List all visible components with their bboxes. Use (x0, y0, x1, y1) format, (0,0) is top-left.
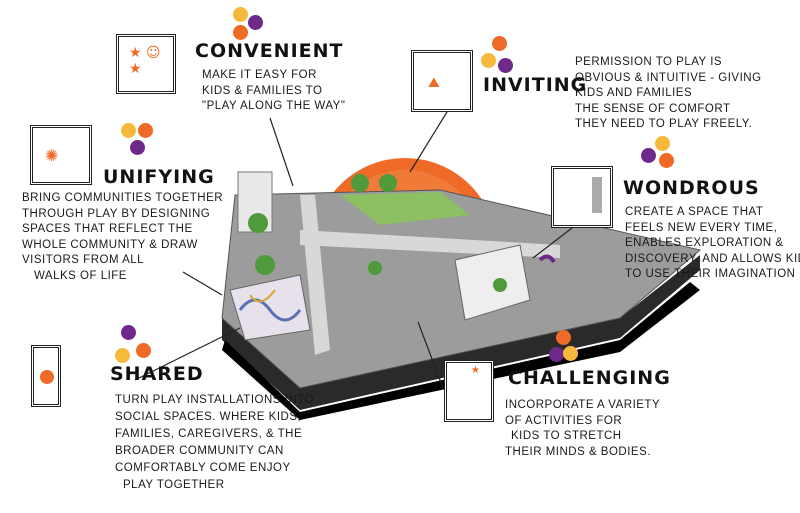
desc-line: walks of life (34, 269, 127, 282)
dot-purple (130, 140, 145, 155)
dot-yellow (233, 7, 248, 22)
desc-line: visitors from all (22, 254, 145, 266)
white-building (454, 244, 531, 321)
dot-yellow (655, 136, 670, 151)
desc-line: the sense of comfort (575, 102, 731, 115)
dot-purple (641, 148, 656, 163)
desc-line: whole community & draw (22, 238, 198, 251)
desc-line: broader community can (115, 445, 284, 457)
person-at-hill-icon: ⛰ (428, 75, 440, 91)
desc-line: feels new every time, (625, 221, 778, 234)
inviting-sketch-frame: ⛰ (411, 50, 473, 112)
desc-line: Create a space that (625, 206, 764, 218)
desc-line: enables exploration & (625, 237, 784, 249)
climbing-structure-icon: ★ (471, 365, 480, 376)
wall-and-child-icon (592, 177, 602, 213)
desc-line: Make it easy for (202, 69, 317, 81)
desc-line: kids to stretch (511, 430, 622, 442)
dot-orange (492, 36, 507, 51)
trees (248, 174, 507, 292)
dot-orange (136, 343, 151, 358)
plaza-green (340, 192, 470, 225)
shared-sketch-frame (31, 345, 61, 407)
desc-line: kids & families to (202, 84, 323, 97)
model-base-shadow (222, 282, 700, 420)
unifying-sketch-frame: ✺ (30, 125, 92, 185)
play-area-left (229, 274, 311, 341)
model-base (222, 255, 700, 410)
street-band-2 (300, 195, 330, 355)
desc-line: Incorporate a variety (505, 399, 661, 411)
desc-line: Turn play installations into (115, 394, 314, 406)
shared-description: Turn play installations into social spac… (115, 392, 314, 494)
people-around-ball-icon (40, 370, 54, 384)
purple-installation (538, 254, 556, 264)
convenient-sketch-frame: ★ ☺ ★ (116, 34, 176, 94)
dot-purple (549, 347, 564, 362)
challenging-title: Challenging (508, 367, 671, 389)
wondrous-sketch-frame (551, 166, 613, 228)
dot-orange (556, 330, 571, 345)
desc-line: discovery. and allows kids (625, 252, 800, 265)
desc-line: of activities for (505, 414, 623, 427)
convenient-description: Make it easy for kids & families to "Pla… (202, 68, 345, 115)
desc-line: spaces that reflect the (22, 223, 193, 235)
desc-line: kids and families (575, 87, 693, 99)
desc-line: to use their imagination (625, 268, 796, 280)
desc-line: obvious & intuitive - giving (575, 71, 762, 84)
desc-line: comfortably come enjoy (115, 462, 291, 474)
dot-yellow (481, 53, 496, 68)
desc-line: they need to play freely. (575, 118, 753, 130)
unifying-title: Unifying (103, 166, 215, 188)
shared-title: Shared (110, 363, 204, 385)
wondrous-description: Create a space that feels new every time… (625, 205, 800, 283)
wondrous-title: Wondrous (623, 177, 760, 199)
leader-arrows (134, 111, 573, 389)
dot-purple (121, 325, 136, 340)
inviting-description: Permission to play is obvious & intuitiv… (575, 55, 762, 133)
desc-line: social spaces. where kids, (115, 411, 302, 423)
convenient-title: Convenient (195, 40, 344, 62)
dot-purple (248, 15, 263, 30)
dot-orange (138, 123, 153, 138)
dot-yellow (115, 348, 130, 363)
child-with-stars-icon: ★ ☺ ★ (129, 45, 161, 77)
desc-line: Permission to play is (575, 56, 723, 68)
dot-yellow (563, 346, 578, 361)
desc-line: Bring communities together (22, 192, 224, 204)
play-squiggle (238, 298, 302, 322)
dot-yellow (121, 123, 136, 138)
people-around-fountain-icon: ✺ (45, 146, 59, 165)
desc-line: play together (123, 479, 225, 491)
desc-line: families, caregivers, & the (115, 428, 303, 440)
desc-line: "Play along the way" (202, 100, 346, 112)
desc-line: through play by designing (22, 207, 211, 220)
dot-purple (498, 58, 513, 73)
challenging-sketch-frame: ★ (444, 360, 494, 422)
dot-orange (233, 25, 248, 40)
dot-orange (659, 153, 674, 168)
inviting-title: Inviting (483, 74, 588, 96)
unifying-description: Bring communities together through play … (22, 191, 223, 284)
challenging-description: Incorporate a variety of activities for … (505, 398, 660, 460)
play-squiggle-2 (249, 289, 276, 303)
desc-line: their minds & bodies. (505, 445, 651, 458)
